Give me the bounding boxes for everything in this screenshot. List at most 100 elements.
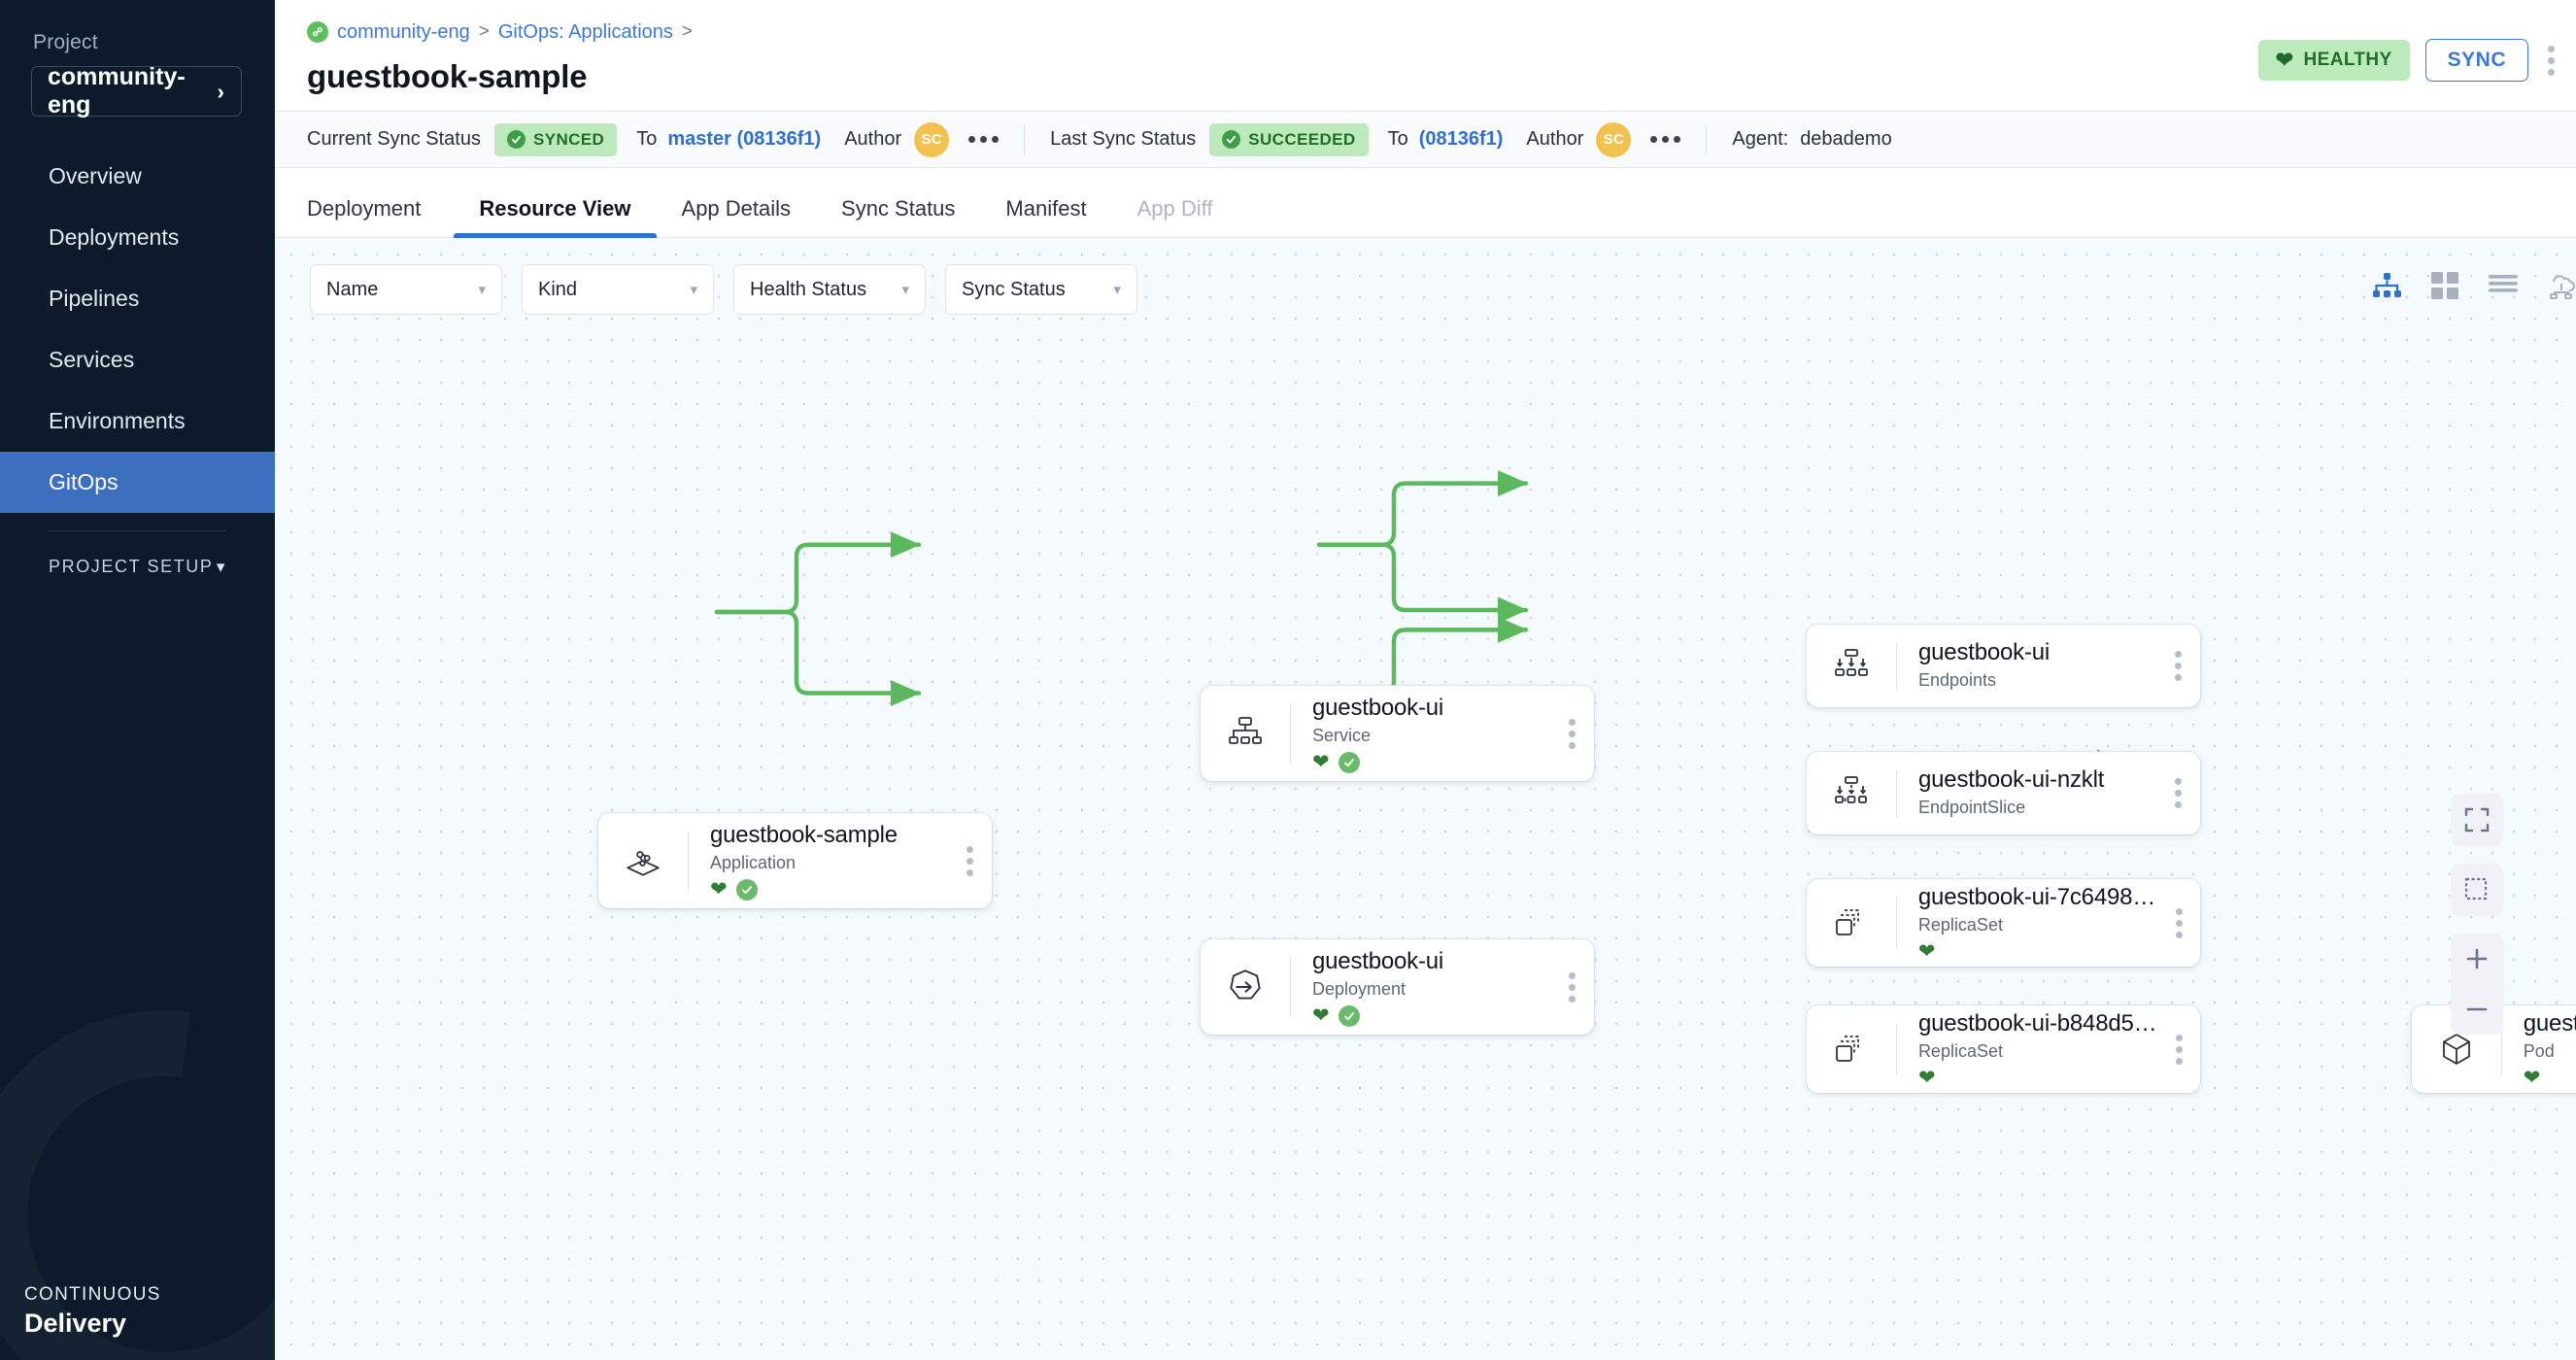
- node-divider: [1896, 642, 1897, 690]
- kebab-vertical-icon[interactable]: [2544, 42, 2559, 80]
- node-menu-button[interactable]: [2155, 774, 2200, 812]
- node-status: ❤: [710, 878, 947, 901]
- filter-sync-status[interactable]: Sync Status ▾: [945, 264, 1137, 315]
- current-sync-revision-link[interactable]: master (08136f1): [667, 128, 822, 150]
- node-kind: ReplicaSet: [1917, 914, 2003, 935]
- check-circle-icon: [1338, 751, 1360, 773]
- sidebar-item-label: GitOps: [49, 469, 119, 494]
- current-sync-status-label: Current Sync Status: [307, 128, 481, 150]
- project-selector[interactable]: community-eng ›: [31, 63, 242, 119]
- filter-sync-status-label: Sync Status: [962, 278, 1066, 300]
- grid-view-icon[interactable]: [2428, 269, 2461, 302]
- graph-node-endpointslice[interactable]: guestbook-ui-nzklt EndpointSlice: [1807, 752, 2200, 834]
- graph-node-replicaset-7c64987dc9[interactable]: guestbook-ui-7c64987dc9 ReplicaSet ❤: [1807, 879, 2200, 967]
- replicaset-icon: [1807, 904, 1896, 941]
- heart-icon: ❤: [2275, 48, 2294, 72]
- node-menu-button[interactable]: [1549, 715, 1594, 753]
- node-menu-button[interactable]: [2159, 904, 2200, 942]
- current-sync-status-pill: SYNCED: [493, 122, 618, 156]
- sidebar-item-label: Services: [49, 347, 135, 372]
- select-area-icon[interactable]: [2451, 864, 2503, 916]
- node-kind: ReplicaSet: [1917, 1040, 2003, 1061]
- graph-node-application[interactable]: guestbook-sample Application ❤: [598, 813, 992, 908]
- sidebar-item-pipelines[interactable]: Pipelines: [0, 268, 275, 329]
- sidebar-project-setup[interactable]: PROJECT SETUP ▾: [0, 531, 275, 577]
- node-menu-button[interactable]: [2158, 1031, 2200, 1069]
- check-circle-icon: [1222, 130, 1241, 149]
- filter-kind[interactable]: Kind ▾: [522, 264, 714, 315]
- tab-resource-view[interactable]: Resource View: [454, 196, 657, 238]
- sidebar-item-label: Deployments: [49, 224, 180, 250]
- node-divider: [688, 831, 689, 891]
- graph-node-endpoints[interactable]: guestbook-ui Endpoints: [1807, 625, 2200, 707]
- node-kind: Pod: [2523, 1040, 2555, 1061]
- sidebar-item-services[interactable]: Services: [0, 329, 275, 391]
- breadcrumb-link-applications[interactable]: GitOps: Applications: [497, 20, 673, 43]
- chevron-down-icon: ▾: [1113, 282, 1121, 298]
- product-logo-line2: Delivery: [24, 1309, 127, 1338]
- filter-health-status[interactable]: Health Status ▾: [733, 264, 926, 315]
- breadcrumb-link-project[interactable]: community-eng: [337, 20, 470, 43]
- tab-sync-status[interactable]: Sync Status: [841, 196, 956, 221]
- last-sync-to-label: To: [1387, 128, 1408, 150]
- graph-node-replicaset-b848d5d9d[interactable]: guestbook-ui-b848d5d9d ReplicaSet ❤: [1807, 1005, 2200, 1093]
- node-divider: [1896, 897, 1897, 949]
- chevron-down-icon: ▾: [690, 282, 697, 298]
- sidebar-item-overview[interactable]: Overview: [0, 146, 275, 207]
- node-status: ❤: [1918, 1068, 2158, 1089]
- agent-value: debademo: [1800, 128, 1892, 150]
- avatar[interactable]: SC: [1596, 121, 1632, 157]
- endpointslice-icon: [1807, 775, 1896, 811]
- node-kind: Deployment: [1312, 978, 1407, 999]
- filter-bar: Name ▾ Kind ▾ Health Status ▾ Sync Statu…: [310, 264, 1137, 315]
- node-body: guestbook-ui-7c64987dc9 ReplicaSet ❤: [1897, 884, 2159, 963]
- sidebar-item-deployments[interactable]: Deployments: [0, 207, 275, 268]
- tab-manifest[interactable]: Manifest: [1005, 196, 1087, 221]
- node-title: guestbook-ui: [1312, 694, 1444, 721]
- tab-deployment[interactable]: Deployment: [307, 196, 422, 221]
- last-sync-status-label: Last Sync Status: [1050, 128, 1197, 150]
- node-body: guestbook-ui Service ❤: [1291, 695, 1549, 773]
- view-toggle-group: [2370, 269, 2576, 302]
- breadcrumb-separator: >: [478, 21, 490, 42]
- node-menu-button[interactable]: [947, 842, 992, 880]
- chevron-down-icon: ▾: [901, 282, 909, 298]
- fit-screen-icon[interactable]: [2451, 794, 2503, 846]
- sidebar-divider: [49, 530, 226, 531]
- graph-node-deployment[interactable]: guestbook-ui Deployment ❤: [1201, 939, 1594, 1035]
- tab-app-details[interactable]: App Details: [681, 196, 792, 221]
- resource-graph-canvas[interactable]: Name ▾ Kind ▾ Health Status ▾ Sync Statu…: [275, 238, 2576, 1360]
- node-status: ❤: [2524, 1068, 2576, 1089]
- heart-icon: ❤: [1917, 940, 1936, 963]
- last-sync-author-label: Author: [1526, 128, 1584, 150]
- zoom-in-icon[interactable]: [2451, 934, 2503, 984]
- filter-name[interactable]: Name ▾: [310, 264, 502, 315]
- status-badge-health: ❤ HEALTHY: [2257, 40, 2410, 81]
- tree-view-icon[interactable]: [2370, 269, 2403, 302]
- node-menu-button[interactable]: [2155, 647, 2200, 685]
- sync-button[interactable]: SYNC: [2424, 39, 2528, 82]
- node-body: guestbook-sample Application ❤: [689, 822, 947, 901]
- current-sync-to-label: To: [636, 128, 658, 150]
- filter-health-status-label: Health Status: [750, 278, 867, 300]
- node-divider: [1290, 703, 1291, 764]
- current-sync-more-icon[interactable]: [968, 136, 1000, 143]
- node-menu-button[interactable]: [1549, 969, 1594, 1006]
- zoom-out-icon[interactable]: [2451, 984, 2503, 1035]
- node-divider: [2501, 1023, 2502, 1075]
- node-title: guestbook-ui-b848d5d9d: [1917, 1009, 2158, 1037]
- sync-status-bar: Current Sync Status SYNCED To master (08…: [275, 112, 2576, 168]
- last-sync-more-icon[interactable]: [1650, 136, 1681, 143]
- last-sync-revision-link[interactable]: (08136f1): [1418, 128, 1504, 150]
- product-logo-line1: CONTINUOUS: [24, 1284, 161, 1305]
- sidebar-item-environments[interactable]: Environments: [0, 391, 275, 452]
- sidebar-item-gitops[interactable]: GitOps: [0, 452, 275, 513]
- network-view-icon[interactable]: [2545, 269, 2576, 302]
- list-view-icon[interactable]: [2487, 269, 2520, 302]
- avatar[interactable]: SC: [914, 121, 950, 157]
- graph-node-service[interactable]: guestbook-ui Service ❤: [1201, 686, 1594, 781]
- deployment-icon: [1201, 967, 1290, 1007]
- node-title: guestbook-ui: [1918, 639, 2051, 665]
- sidebar-nav: Overview Deployments Pipelines Services …: [0, 146, 275, 513]
